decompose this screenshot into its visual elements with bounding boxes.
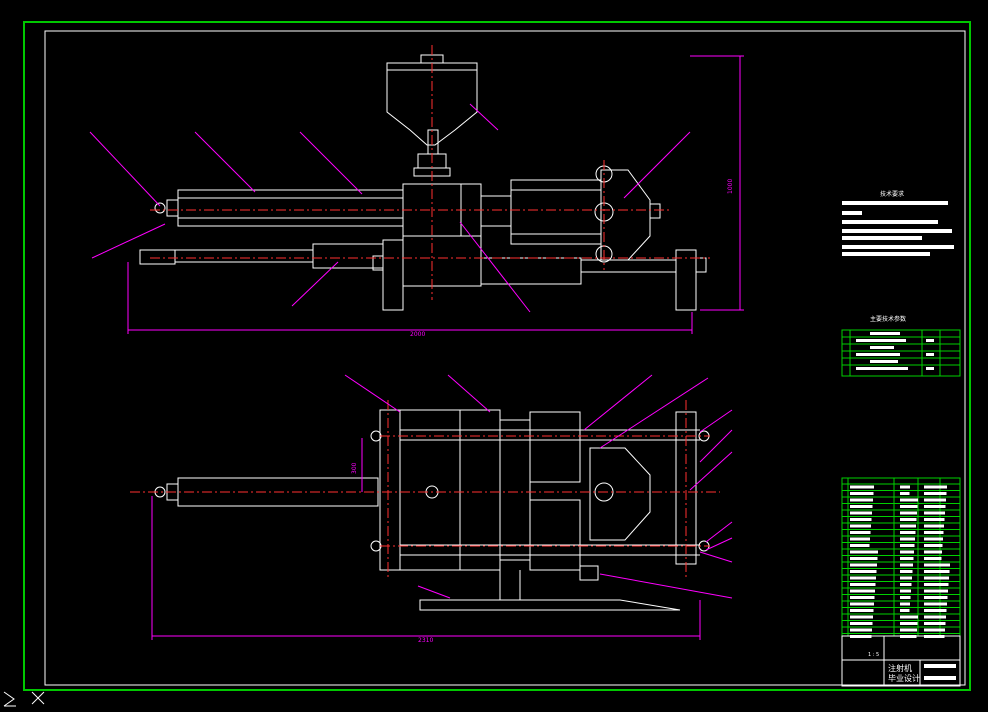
title-block: 注射机 毕业设计 1 : 5 — [841, 635, 961, 687]
dim-overall-length-top: 2000 — [410, 331, 425, 338]
leaders-bottom — [151, 374, 733, 640]
cylinder-lower — [529, 499, 581, 571]
leaders-top — [89, 55, 744, 334]
dim-height-right: 1000 — [727, 179, 734, 194]
tech-requirements-block: 技术要求 — [842, 190, 954, 256]
barrel — [177, 189, 404, 227]
dim-overall-length-bottom: 2310 — [418, 637, 433, 644]
parts-list — [841, 477, 961, 687]
x-crosshair-icon — [31, 691, 45, 705]
motor — [600, 169, 651, 261]
plan-view — [154, 409, 710, 611]
drawing-frame — [44, 30, 966, 686]
sheet-border — [23, 21, 971, 691]
hopper — [386, 62, 478, 146]
dim-spacing-left: 300 — [351, 462, 358, 474]
elevation-view — [139, 54, 707, 311]
main-params-heading: 主要技术参数 — [870, 315, 906, 323]
centerlines-top — [150, 45, 710, 300]
title-subtitle: 毕业设计 — [888, 673, 920, 683]
cylinder-upper — [529, 411, 581, 483]
main-params-table: 主要技术参数 — [841, 315, 961, 377]
title-scale: 1 : 5 — [868, 652, 879, 658]
title-drawing-name: 注射机 — [888, 663, 912, 673]
centerlines-bottom — [130, 400, 720, 580]
ucs-axis-icon — [3, 691, 16, 707]
tech-requirements-heading: 技术要求 — [880, 190, 904, 198]
